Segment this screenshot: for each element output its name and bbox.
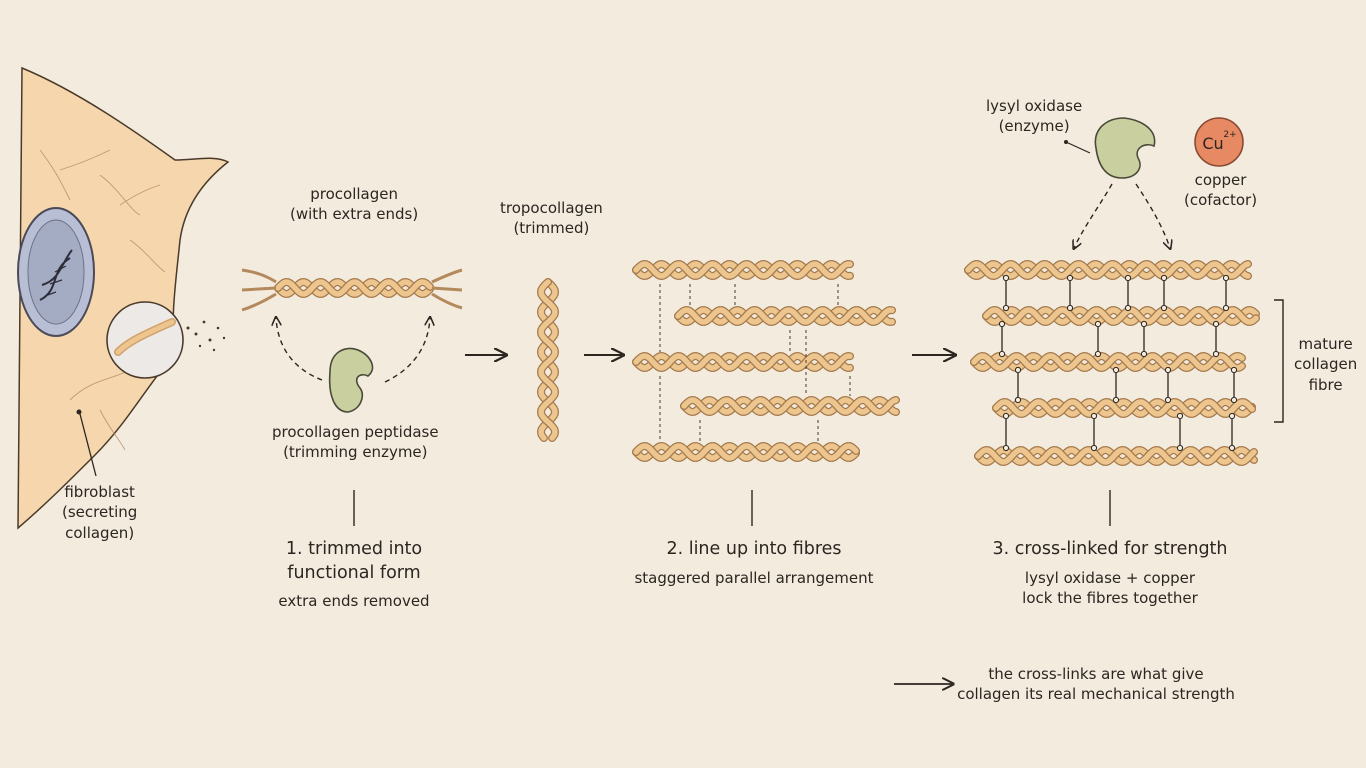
- collagen-strand: [536, 278, 560, 442]
- step2-caption: 2. line up into fibres staggered paralle…: [626, 538, 882, 588]
- peptidase-label-line: procollagen peptidase: [272, 423, 439, 441]
- lysyl-oxidase-label-line: lysyl oxidase: [986, 97, 1083, 115]
- tropocollagen-label-line: tropocollagen: [500, 199, 603, 217]
- collagen-strand: [632, 351, 854, 373]
- fibroblast-pointer-dot: [76, 409, 82, 415]
- fibroblast-label-line: collagen): [65, 523, 135, 542]
- strength-note-line: collagen its real mechanical strength: [957, 685, 1235, 704]
- tropocollagen-molecule: [536, 278, 560, 442]
- lysyl-arrow-left: [1074, 183, 1113, 248]
- step1-title-line: functional form: [287, 562, 421, 583]
- lysyl-oxidase-label: lysyl oxidase (enzyme): [986, 96, 1082, 137]
- step2-desc: staggered parallel arrangement: [634, 568, 874, 587]
- staggered-fibres: [632, 259, 900, 463]
- crosslinks: [998, 274, 1238, 452]
- stagger-dashed-lines: [659, 284, 851, 442]
- step1-title-line: 1. trimmed into: [285, 539, 423, 559]
- collagen-strand: [974, 445, 1258, 467]
- tropocollagen-label-line: (trimmed): [513, 219, 590, 238]
- collagen-strand: [992, 397, 1256, 419]
- step3-desc-line: lock the fibres together: [1022, 588, 1198, 607]
- lysyl-arrow-right: [1135, 183, 1170, 248]
- lysyl-oxidase-enzyme: [1094, 117, 1156, 179]
- step3-caption: 3. cross-linked for strength lysyl oxida…: [988, 538, 1232, 608]
- copper-symbol: Cu: [1202, 134, 1223, 153]
- secretory-vesicle: [106, 301, 184, 379]
- peptidase-label: procollagen peptidase (trimming enzyme): [272, 422, 439, 463]
- fibroblast-label: fibroblast (secreting collagen): [62, 482, 137, 543]
- fibroblast-label-line: (secreting: [62, 503, 138, 522]
- nucleus: [17, 207, 95, 337]
- fibroblast-label-line: fibroblast: [64, 483, 135, 501]
- peptidase-arrow-left: [276, 318, 323, 381]
- step2-title: 2. line up into fibres: [666, 539, 842, 559]
- peptidase-arrow-right: [384, 318, 430, 383]
- collagen-strand: [274, 277, 434, 299]
- crosslinked-fibres: [964, 259, 1260, 467]
- step1-desc: extra ends removed: [278, 592, 430, 611]
- collagen-strand: [982, 305, 1260, 327]
- procollagen-peptidase-enzyme: [328, 347, 374, 413]
- step1-caption: 1. trimmed into functional form extra en…: [270, 538, 438, 612]
- copper-charge: 2+: [1223, 130, 1236, 140]
- copper-label-line: copper: [1194, 171, 1247, 189]
- procollagen-label-line: procollagen: [310, 185, 398, 203]
- collagen-strand: [964, 259, 1252, 281]
- mature-fibre-label-line: collagen: [1294, 355, 1358, 374]
- collagen-strand: [970, 351, 1246, 373]
- step3-desc-line: lysyl oxidase + copper: [1024, 568, 1196, 587]
- fibroblast-cell: [17, 66, 230, 530]
- mature-fibre-label-line: mature: [1298, 335, 1353, 353]
- copper-label-line: (cofactor): [1184, 191, 1258, 210]
- fibroblast-pointer: [79, 413, 97, 477]
- collagen-strand: [632, 259, 854, 281]
- step3-title: 3. cross-linked for strength: [992, 539, 1228, 559]
- procollagen-label-line: (with extra ends): [290, 205, 419, 224]
- collagen-strand: [674, 305, 896, 327]
- copper-label: copper (cofactor): [1184, 170, 1257, 211]
- peptidase-label-line: (trimming enzyme): [283, 443, 428, 462]
- procollagen-label: procollagen (with extra ends): [290, 184, 418, 225]
- collagen-strand: [680, 395, 900, 417]
- lysyl-oxidase-pointer: [1065, 141, 1091, 154]
- mature-fibre-label-line: fibre: [1308, 375, 1343, 394]
- copper-ion: Cu 2+: [1194, 117, 1244, 167]
- collagen-strand: [632, 441, 860, 463]
- strength-note: the cross-links are what give collagen i…: [956, 664, 1236, 705]
- mature-fibre-bracket: [1274, 299, 1284, 423]
- tropocollagen-label: tropocollagen (trimmed): [500, 198, 603, 239]
- procollagen-molecule: [241, 268, 463, 312]
- strength-note-line: the cross-links are what give: [988, 665, 1204, 683]
- secretion-dots: [186, 320, 226, 352]
- lysyl-oxidase-label-line: (enzyme): [998, 117, 1070, 136]
- mature-fibre-label: mature collagen fibre: [1294, 334, 1357, 395]
